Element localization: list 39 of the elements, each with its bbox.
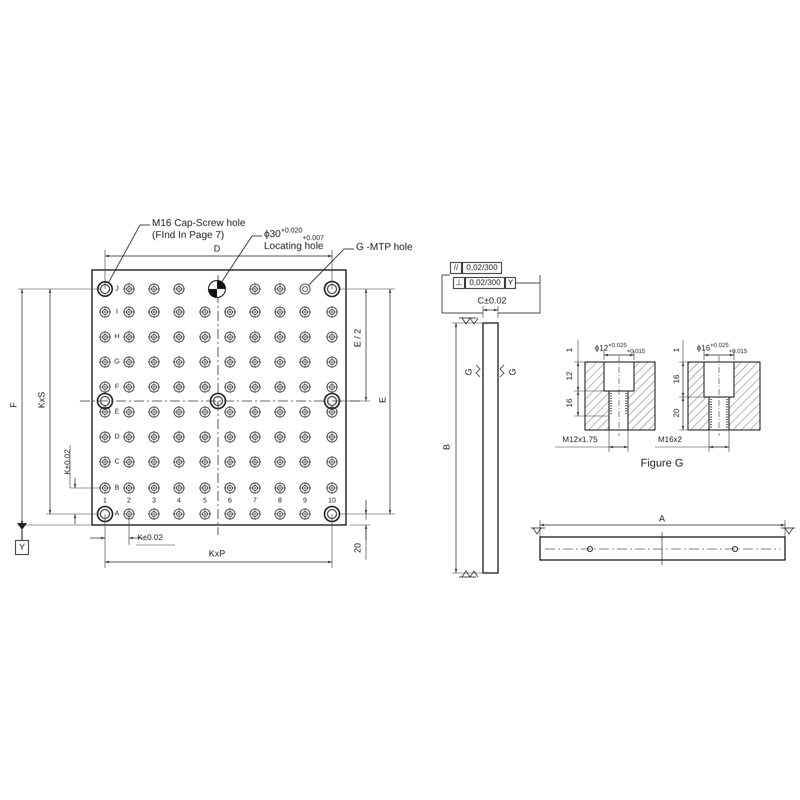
dimension-text: M12x1.75 [562,436,598,444]
dimension-text: B [442,444,452,450]
dimension-text: 1 [566,348,574,352]
dimension-text: D [214,244,220,254]
dimension-text: 16 [566,398,574,408]
callout-line: Locating hole [264,240,324,252]
hole-symbol [298,282,312,296]
dimension-text: E [378,397,388,403]
locating-hole-symbol [207,279,227,299]
leader-line [108,224,150,282]
dimension-text: M16x2 [658,436,682,444]
leader-line [222,236,262,282]
dimension-text: 20 [673,408,681,418]
dimension-text: C±0.02 [478,296,506,306]
tolerance-frame-cell: Y [505,277,516,289]
leader-line [308,248,354,286]
figure-caption: Figure G [640,458,684,470]
tolerance-frame-cell: 0,02/300 [462,262,502,274]
tolerance-frame-cell: 0,02/300 [465,277,505,289]
dimension-text: E / 2 [354,328,362,348]
callout-line: (FInd In Page 7) [152,230,226,241]
tolerance-frame-cell: // [450,262,462,274]
dimension-text: 12 [566,372,574,380]
tolerance-frame-cell: ⊥ [453,277,465,289]
callout-line: M16 Cap-Screw hole [152,218,246,230]
callout-line: G -MTP hole [356,242,412,254]
dimension-text: G [508,368,518,376]
dimension-text: KxP [208,550,226,558]
dimension-text: K±0.02 [137,534,163,542]
dimension-text: A [659,514,665,524]
dimension-text: 1 [673,348,681,352]
dimension-text: 20 [354,543,362,553]
dimension-text: K±0.02 [64,449,72,475]
hole-symbol [96,280,114,298]
dimension-text: KxS [38,392,46,408]
dimension-text: F [10,402,18,408]
dimension-text: 16 [673,374,681,384]
dimension-text: G [464,368,474,376]
datum-label: Y [15,540,29,555]
